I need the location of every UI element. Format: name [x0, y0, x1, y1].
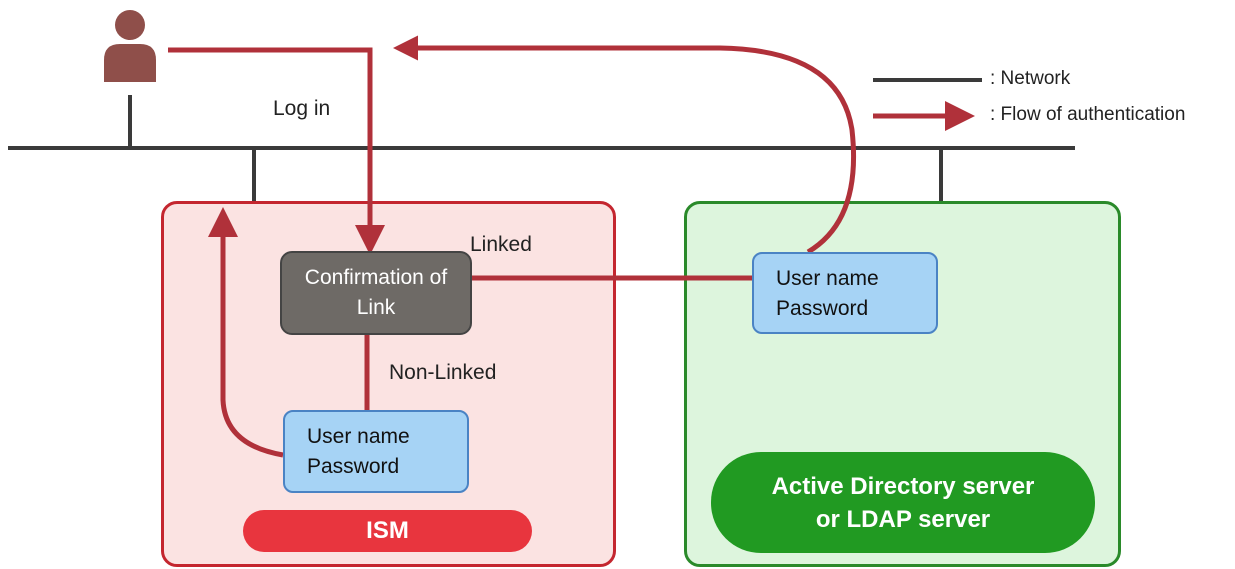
- ism-return-arrow: [208, 207, 284, 458]
- ad-zone-label-line-2: or LDAP server: [815, 506, 991, 533]
- ism-credentials-box: User name Password: [283, 410, 469, 493]
- user-icon: [104, 10, 156, 82]
- ad-return-arrow: [393, 35, 857, 255]
- login-label: Log in: [273, 97, 331, 120]
- ad-password-label: Password: [776, 297, 869, 320]
- ad-username-label: User name: [776, 267, 879, 290]
- legend-flow-label: : Flow of authentication: [990, 104, 1186, 125]
- linked-label: Linked: [470, 233, 532, 256]
- ism-password-label: Password: [307, 455, 400, 478]
- ad-credentials-box: User name Password: [752, 252, 938, 334]
- confirmation-of-link-box: Confirmation of Link: [280, 251, 472, 335]
- login-flow-arrow: [168, 47, 385, 255]
- legend-network-label: : Network: [990, 68, 1071, 89]
- ad-zone-label-line-1: Active Directory server: [771, 473, 1035, 500]
- confirmation-line-1: Confirmation of: [304, 266, 448, 289]
- confirmation-line-2: Link: [356, 296, 396, 319]
- ism-username-label: User name: [307, 425, 410, 448]
- ism-zone-label: ISM: [243, 510, 532, 552]
- non-linked-label: Non-Linked: [389, 361, 497, 384]
- ad-zone-label: Active Directory server or LDAP server: [711, 452, 1095, 553]
